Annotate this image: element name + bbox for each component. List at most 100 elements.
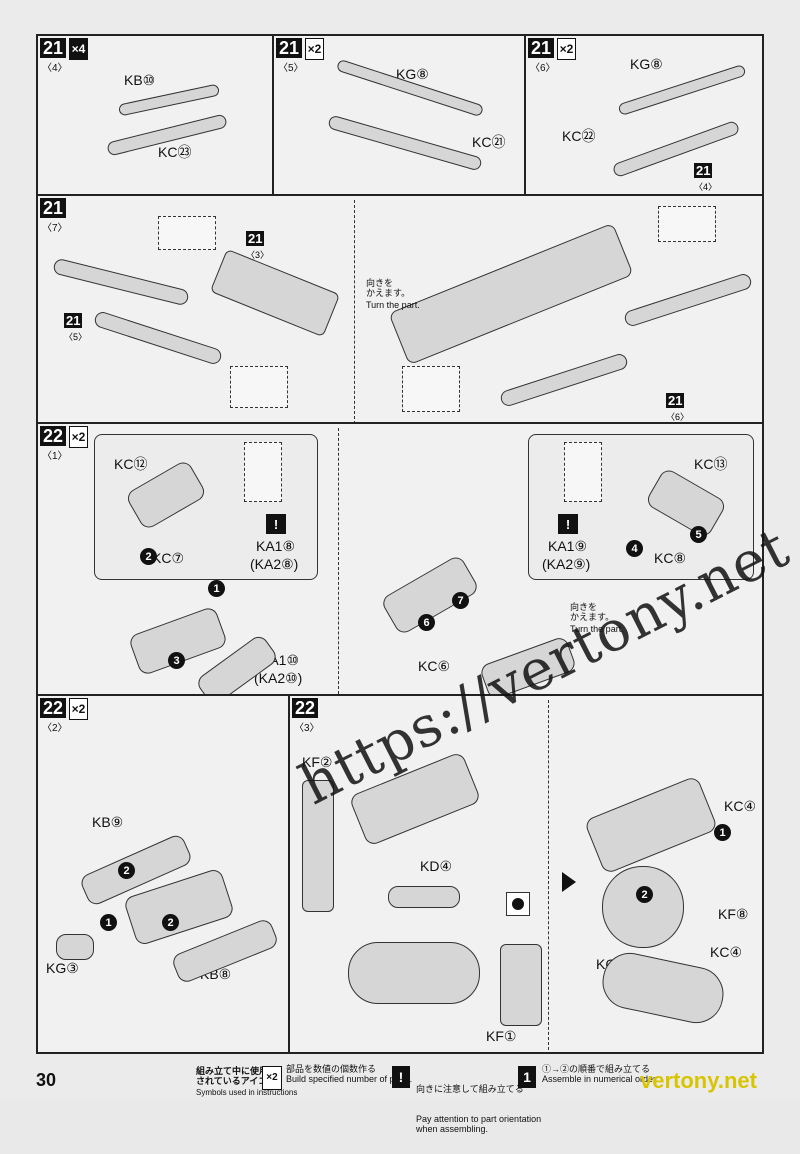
part-label: KC④ — [724, 798, 756, 814]
part-shape — [498, 351, 630, 409]
part-shape — [602, 866, 684, 948]
divider — [354, 200, 356, 422]
part-label: KF② — [302, 754, 333, 770]
step-21-6-panel: 21〈6〉 ×2 KG⑧ KC㉒ 21 〈4〉 — [526, 36, 762, 196]
order-step-2: 2 — [636, 886, 653, 903]
legend-heading-en: Symbols used in instructions — [196, 1088, 298, 1097]
part-shape — [622, 271, 754, 329]
multiplier-badge: ×4 — [68, 38, 89, 60]
ref-badge: 21 〈4〉 — [694, 162, 717, 193]
step-sub: 〈4〉 — [42, 63, 68, 74]
ref-number: 21 — [64, 313, 83, 328]
detail-callout — [564, 442, 602, 502]
part-shape — [348, 942, 480, 1004]
orientation-warning-icon: ! — [558, 514, 578, 534]
ref-badge: 21 〈5〉 — [64, 312, 87, 343]
step-badge: 21 〈4〉 ×4 — [40, 38, 89, 74]
divider — [548, 700, 550, 1050]
part-label: (KA2⑩) — [254, 670, 303, 686]
detail-callout — [658, 206, 716, 242]
legend-item-2-en: Pay attention to part orientation when a… — [416, 1114, 542, 1134]
legend-item-3-en: Assemble in numerical order — [542, 1074, 657, 1084]
step-sub: 〈7〉 — [42, 223, 68, 234]
part-label: KC㉑ — [472, 134, 506, 150]
watermark-bottom: vertony.net — [640, 1068, 757, 1093]
part-label: KC㉓ — [158, 144, 192, 160]
next-arrow-icon — [562, 872, 576, 892]
ref-sub: 〈4〉 — [694, 182, 718, 192]
part-label: KG⑧ — [396, 66, 429, 82]
instructions-frame: 21〈4〉 ×4 KB⑩ KC㉓ 21〈5〉 ×2 KG⑧ KC㉑ 21〈6〉 … — [36, 34, 764, 1054]
order-step-1: 1 — [714, 824, 731, 841]
part-label: KA1⑨ — [548, 538, 588, 554]
warning-legend-icon: ! — [392, 1066, 410, 1088]
ref-badge: 21 〈6〉 — [666, 392, 690, 422]
part-label: KA1⑧ — [256, 538, 296, 554]
part-shape — [500, 944, 542, 1026]
step-badge: 22〈3〉 — [292, 698, 320, 734]
order-step-4: 4 — [626, 540, 643, 557]
order-step-5: 5 — [690, 526, 707, 543]
step-number: 22 — [40, 698, 67, 718]
step-22-1-panel: 22〈1〉 ×2 KC⑫ KC⑦ KA1⑧ (KA2⑧) KA1⑩ (KA2⑩)… — [38, 424, 762, 696]
ref-sub: 〈5〉 — [64, 332, 88, 342]
part-shape — [583, 775, 719, 875]
part-shape — [302, 780, 334, 912]
detail-callout — [230, 366, 288, 408]
ref-number: 21 — [246, 231, 265, 246]
step-number: 22 — [292, 698, 319, 718]
part-shape — [56, 934, 94, 960]
part-label: KG③ — [46, 960, 79, 976]
part-shape — [52, 257, 190, 307]
part-shape — [388, 886, 460, 908]
step-sub: 〈3〉 — [294, 723, 320, 734]
legend-item-1-jp: 部品を数値の個数作る — [286, 1064, 377, 1074]
step-number: 21 — [276, 38, 303, 58]
manual-page: 21〈4〉 ×4 KB⑩ KC㉓ 21〈5〉 ×2 KG⑧ KC㉑ 21〈6〉 … — [36, 34, 800, 1134]
part-label: KB⑨ — [92, 814, 124, 830]
multiplier-badge: ×2 — [304, 38, 325, 60]
turn-note-en: Turn the part. — [366, 300, 420, 310]
legend-item-2-jp: 向きに注意して組み立てる — [416, 1084, 524, 1094]
part-label: KG⑧ — [630, 56, 663, 72]
step-22-2-panel: 22〈2〉 ×2 KB⑨ KG③ KB⑧ 2 1 2 — [38, 696, 290, 1052]
step-number: 21 — [40, 198, 67, 218]
page-number: 30 — [36, 1070, 57, 1090]
part-label: KF⑧ — [718, 906, 749, 922]
detail-callout — [506, 892, 530, 916]
detail-callout — [158, 216, 216, 250]
part-label: KC⑫ — [114, 456, 148, 472]
order-step-6: 6 — [418, 614, 435, 631]
detail-callout — [402, 366, 460, 412]
turn-note-jp: 向きを かえます。 — [570, 602, 615, 622]
part-shape — [92, 309, 224, 367]
part-label: (KA2⑨) — [542, 556, 591, 572]
step-badge: 21〈5〉 ×2 — [276, 38, 325, 74]
part-label: KC⑥ — [418, 658, 450, 674]
step-sub: 〈1〉 — [42, 451, 68, 462]
part-label: KC⑦ — [152, 550, 184, 566]
legend-item-1-en: Build specified number of parts. — [286, 1074, 413, 1084]
step-number: 21 — [528, 38, 555, 58]
orientation-warning-icon: ! — [266, 514, 286, 534]
order-step-1: 1 — [100, 914, 117, 931]
order-step-1: 1 — [208, 580, 225, 597]
order-step-2: 2 — [118, 862, 135, 879]
legend-item-3-jp: ①→②の順番で組み立てる — [542, 1064, 651, 1074]
multiplier-badge: ×2 — [68, 698, 89, 720]
step-badge: 21〈7〉 — [40, 198, 68, 234]
ref-sub: 〈6〉 — [666, 412, 690, 422]
ref-number: 21 — [666, 393, 685, 408]
ref-badge: 21 〈3〉 — [246, 230, 269, 261]
part-shape — [209, 248, 341, 338]
step-number: 21 — [40, 38, 67, 58]
order-step-3: 3 — [168, 652, 185, 669]
ref-sub: 〈3〉 — [246, 250, 270, 260]
turn-note-jp: 向きを かえます。 — [366, 278, 411, 298]
part-label: KC⑬ — [694, 456, 728, 472]
part-label: KC⑧ — [654, 550, 686, 566]
multiplier-legend-icon: ×2 — [262, 1066, 282, 1090]
step-21-5-panel: 21〈5〉 ×2 KG⑧ KC㉑ — [274, 36, 526, 196]
part-shape — [388, 222, 634, 366]
part-shape — [597, 947, 729, 1029]
